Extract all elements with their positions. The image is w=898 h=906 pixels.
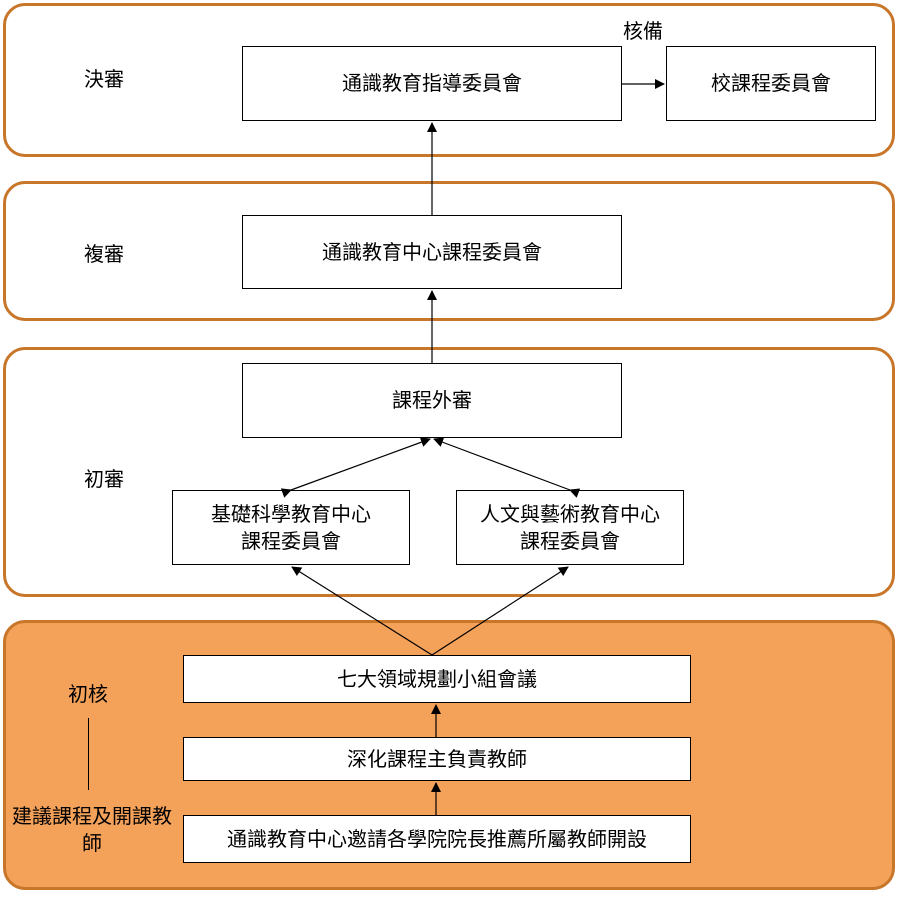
humanities-arts-committee-box: 人文與藝術教育中心 課程委員會 — [456, 490, 684, 565]
humanities-arts-committee-line1: 人文與藝術教育中心 — [480, 501, 660, 526]
basic-science-committee-line2: 課程委員會 — [241, 528, 341, 553]
invitation-box: 通識教育中心邀請各學院院長推薦所屬教師開設 — [183, 815, 691, 863]
stage-label-final: 決審 — [84, 67, 124, 91]
stage-label-initial: 初核 — [68, 682, 108, 706]
stage-label-proposer: 建議課程及開課教師 — [12, 803, 172, 857]
humanities-arts-committee-line2: 課程委員會 — [520, 528, 620, 553]
deepening-lead-teacher-box: 深化課程主負責教師 — [183, 737, 691, 781]
basic-science-committee-line1: 基礎科學教育中心 — [211, 501, 371, 526]
school-curriculum-committee-box: 校課程委員會 — [666, 46, 876, 121]
stage-label-proposer-text: 建議課程及開課教師 — [12, 804, 172, 855]
filing-label: 核備 — [623, 19, 663, 43]
seven-domains-meeting-box: 七大領域規劃小組會議 — [183, 655, 691, 703]
center-curriculum-committee-box: 通識教育中心課程委員會 — [242, 215, 622, 289]
external-review-box: 課程外審 — [242, 363, 622, 438]
stage-label-second: 複審 — [84, 242, 124, 266]
stage-separator-line — [88, 718, 89, 790]
stage-label-first: 初審 — [84, 467, 124, 491]
guidance-committee-box: 通識教育指導委員會 — [242, 46, 622, 121]
basic-science-committee-box: 基礎科學教育中心 課程委員會 — [172, 490, 410, 565]
